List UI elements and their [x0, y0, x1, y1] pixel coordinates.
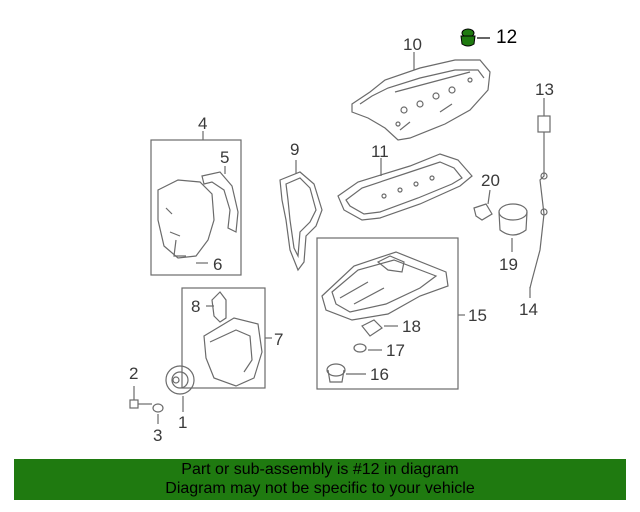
lower-timing-cover-part-7 — [203, 317, 263, 387]
callout-7: 7 — [274, 330, 284, 349]
info-banner: Part or sub-assembly is #12 in diagram D… — [14, 459, 626, 500]
oil-pan-part-15 — [321, 251, 449, 321]
callout-18: 18 — [402, 317, 421, 336]
callout-15: 15 — [468, 306, 487, 325]
drain-plug-part-16 — [326, 363, 346, 383]
banner-line-1: Part or sub-assembly is #12 in diagram — [181, 461, 459, 478]
dipstick-part-13 — [529, 115, 551, 289]
group-box-15 — [316, 237, 459, 390]
callout-5: 5 — [220, 148, 230, 167]
callout-9: 9 — [290, 140, 300, 159]
banner-line-2: Diagram may not be specific to your vehi… — [165, 480, 475, 497]
drain-gasket-part-18 — [361, 319, 383, 337]
valve-cover-gasket-part — [337, 153, 473, 221]
seal-part-5 — [201, 171, 239, 233]
oil-filter-part-19 — [498, 203, 528, 236]
callout-2: 2 — [129, 364, 139, 383]
washer-part-3 — [152, 403, 164, 413]
callout-3: 3 — [153, 426, 163, 445]
callout-4: 4 — [198, 114, 208, 133]
callout-8: 8 — [191, 297, 201, 316]
valve-cover-part — [351, 59, 491, 141]
callout-11: 11 — [371, 142, 389, 161]
callout-17: 17 — [386, 341, 405, 360]
callout-1: 1 — [178, 413, 188, 432]
group-box-4 — [150, 139, 242, 276]
callout-12: 12 — [496, 27, 518, 48]
callout-6: 6 — [213, 255, 223, 274]
clip-part-8 — [211, 291, 227, 323]
callout-13: 13 — [535, 80, 554, 99]
bolt-part-2 — [129, 399, 152, 409]
callout-10: 10 — [403, 35, 422, 54]
upper-timing-cover-part — [157, 179, 215, 259]
callout-14: 14 — [519, 300, 538, 319]
oil-filler-cap-part-12 — [460, 28, 476, 47]
callout-19: 19 — [499, 255, 518, 274]
callout-20: 20 — [481, 171, 500, 190]
pulley-part-1 — [165, 365, 195, 395]
timing-gasket-part — [279, 171, 323, 272]
washer-part-17 — [353, 343, 367, 353]
sensor-part-20 — [473, 203, 493, 221]
callout-16: 16 — [370, 365, 389, 384]
